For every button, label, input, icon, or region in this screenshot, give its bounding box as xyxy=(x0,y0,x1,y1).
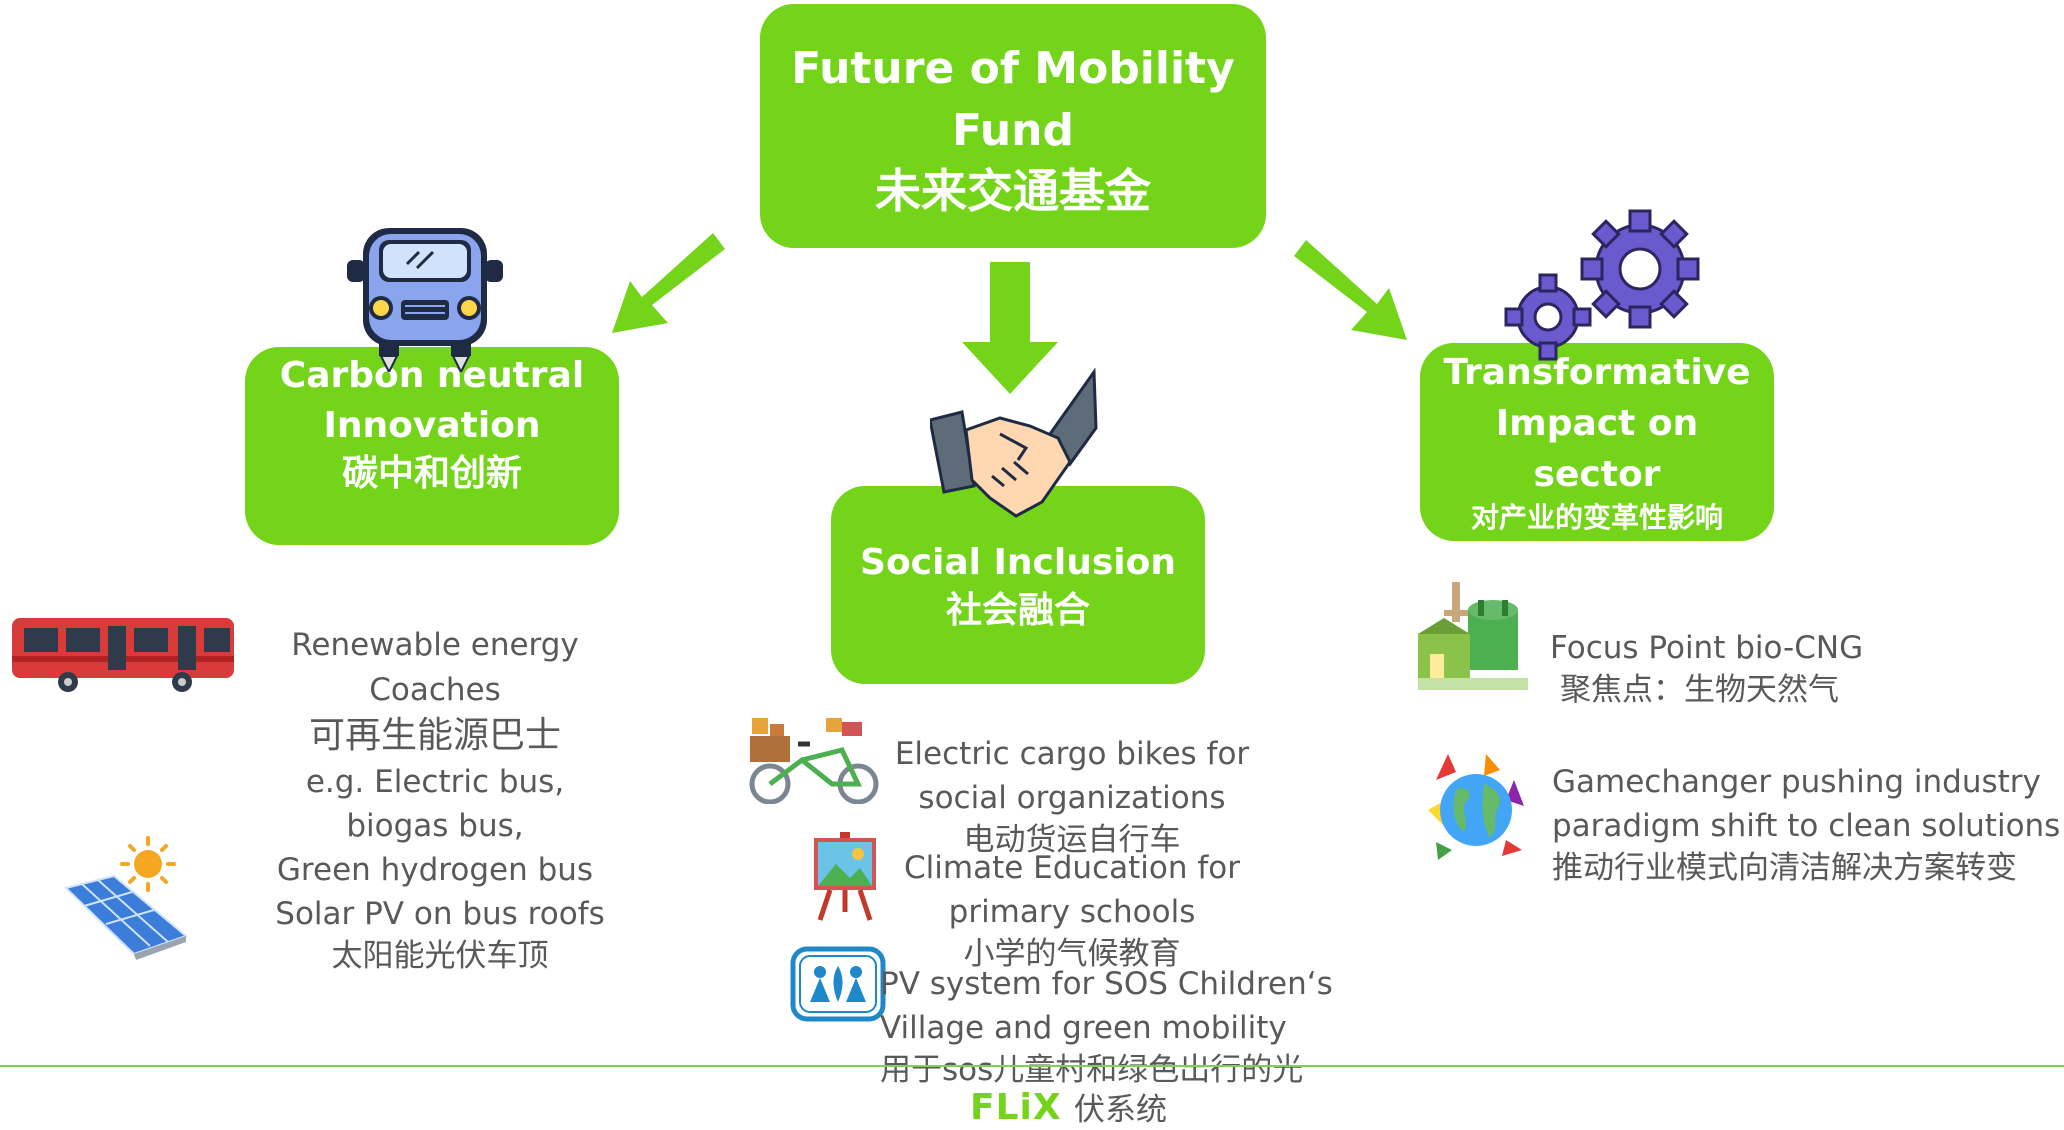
gears-icon xyxy=(1504,209,1700,361)
bus-icon xyxy=(12,618,234,692)
bikes-line1: Electric cargo bikes for xyxy=(894,736,1250,772)
gamechanger-cn: 推动行业模式向清洁解决方案转变 xyxy=(1552,850,2017,886)
cargo-bike-icon xyxy=(749,718,879,804)
pv-line1: PV system for SOS Children‘s xyxy=(880,966,1333,1002)
coaches-text: Renewable energy Coaches 可再生能源巴士 e.g. El… xyxy=(250,622,620,892)
coaches-line4: biogas bus, xyxy=(346,808,524,844)
education-cn: 小学的气候教育 xyxy=(963,936,1181,972)
biocng-text: Focus Point bio-CNG 聚焦点：生物天然气 xyxy=(1550,626,1863,710)
education-line1: Climate Education for xyxy=(904,850,1240,886)
transform-line3: sector xyxy=(1533,454,1661,495)
fund-title-cn: 未来交通基金 xyxy=(875,164,1151,218)
arrow-to-carbon xyxy=(612,233,725,333)
solar-text: Solar PV on bus roofs 太阳能光伏车顶 xyxy=(250,892,630,976)
pv-line2: Village and green mobility xyxy=(880,1010,1287,1046)
coaches-line2: Coaches xyxy=(369,672,501,708)
easel-icon xyxy=(814,832,876,921)
handshake-icon xyxy=(930,368,1098,518)
fund-title-box: Future of Mobility Fund 未来交通基金 xyxy=(760,4,1266,248)
gamechanger-text: Gamechanger pushing industry paradigm sh… xyxy=(1552,760,2060,888)
carbon-line2: Innovation xyxy=(323,405,541,446)
fund-title-line1: Future of Mobility xyxy=(791,43,1235,94)
bikes-cn: 电动货运自行车 xyxy=(963,822,1181,858)
social-inclusion-box: Social Inclusion 社会融合 xyxy=(831,486,1205,684)
globe-hands-icon xyxy=(1428,754,1524,860)
transform-line2: Impact on xyxy=(1495,403,1699,444)
carbon-neutral-box: Carbon neutral Innovation 碳中和创新 xyxy=(245,347,619,545)
transform-line1: Transformative xyxy=(1443,352,1751,393)
arrow-to-social xyxy=(962,262,1058,394)
social-line1: Social Inclusion xyxy=(860,542,1176,583)
carbon-cn: 碳中和创新 xyxy=(341,453,522,494)
flix-logo: FLiX xyxy=(970,1087,1062,1128)
fund-title-line2: Fund xyxy=(951,105,1074,156)
car-robot-icon xyxy=(347,228,503,372)
education-text: Climate Education for primary schools 小学… xyxy=(882,846,1262,974)
coaches-line3: e.g. Electric bus, xyxy=(305,764,565,800)
biogas-plant-icon xyxy=(1418,582,1528,690)
transformative-box: Transformative Impact on sector 对产业的变革性影… xyxy=(1420,343,1774,541)
pv-cn-line2: 伏系统 xyxy=(1074,1092,1167,1128)
transform-cn: 对产业的变革性影响 xyxy=(1470,501,1723,534)
biocng-cn: 聚焦点：生物天然气 xyxy=(1560,672,1839,708)
solar-panel-icon xyxy=(64,836,189,960)
coaches-line5: Green hydrogen bus xyxy=(276,852,594,888)
social-cn: 社会融合 xyxy=(945,590,1090,631)
bikes-line2: social organizations xyxy=(918,780,1226,816)
gamechanger-line2: paradigm shift to clean solutions xyxy=(1552,808,2061,844)
coaches-cn: 可再生能源巴士 xyxy=(308,715,561,756)
bikes-text: Electric cargo bikes for social organiza… xyxy=(882,732,1262,860)
solar-line1: Solar PV on bus roofs xyxy=(275,896,605,932)
education-line2: primary schools xyxy=(948,894,1196,930)
coaches-line1: Renewable energy xyxy=(291,627,579,663)
carbon-line1: Carbon neutral xyxy=(279,355,585,396)
biocng-line1: Focus Point bio-CNG xyxy=(1550,630,1864,666)
pv-cn-line1: 用于sos儿童村和绿色出行的光 xyxy=(880,1052,1304,1088)
pv-text: PV system for SOS Children‘s Village and… xyxy=(880,962,1333,1090)
footer-line xyxy=(0,1065,2064,1067)
solar-cn: 太阳能光伏车顶 xyxy=(331,938,549,974)
gamechanger-line1: Gamechanger pushing industry xyxy=(1552,764,2041,800)
arrow-to-transform xyxy=(1294,240,1407,340)
sos-children-icon xyxy=(790,946,886,1022)
